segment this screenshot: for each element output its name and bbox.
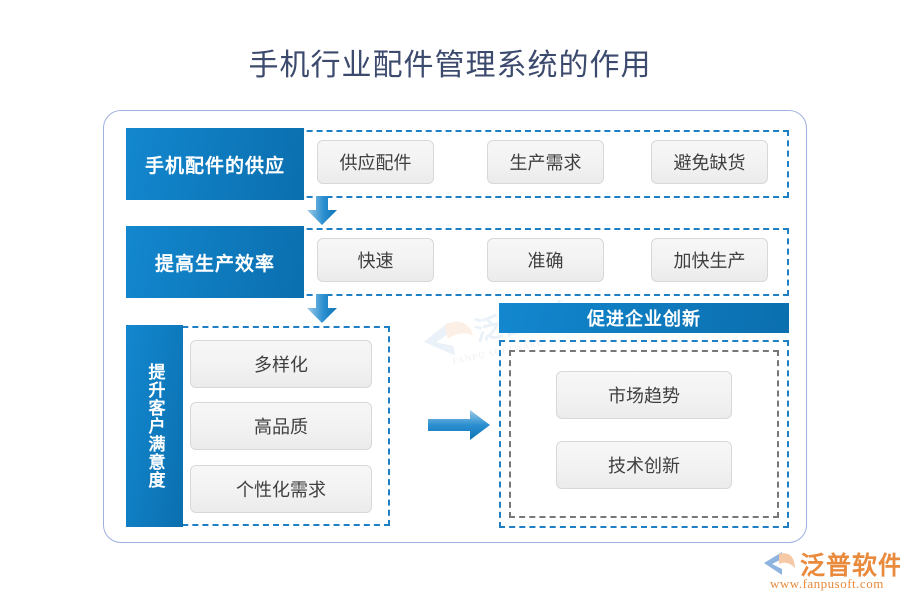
diagram-outer-frame	[103, 110, 807, 543]
bottom-right-header: 促进企业创新	[499, 303, 789, 333]
bottom-right-item-1[interactable]: 技术创新	[556, 441, 732, 489]
row-2-item-0[interactable]: 快速	[317, 238, 434, 282]
row-2-item-1[interactable]: 准确	[487, 238, 604, 282]
bottom-right-item-0-label: 市场趋势	[608, 386, 680, 406]
row-1-item-2-label: 避免缺货	[673, 153, 746, 173]
row-1-header: 手机配件的供应	[126, 128, 304, 200]
brand-url: www.fanpusoft.com	[770, 576, 884, 591]
bottom-left-header-label: 提升客户满意度	[145, 363, 165, 489]
row-2-item-2[interactable]: 加快生产	[651, 238, 768, 282]
page-title: 手机行业配件管理系统的作用	[248, 49, 652, 82]
arrow-right-icon	[428, 410, 490, 440]
bottom-right-outer-container	[499, 340, 789, 528]
bottom-left-item-0-label: 多样化	[254, 355, 308, 375]
row-1-item-2[interactable]: 避免缺货	[651, 140, 768, 184]
brand-logo: 泛普软件 www.fanpusoft.com	[762, 546, 900, 594]
bottom-right-item-1-label: 技术创新	[608, 456, 680, 476]
row-2-item-1-label: 准确	[527, 251, 564, 271]
row-1-item-0-label: 供应配件	[339, 153, 412, 173]
row-2-header-label: 提高生产效率	[154, 253, 275, 275]
fanpu-logo-icon	[764, 552, 795, 575]
bottom-right-item-0[interactable]: 市场趋势	[556, 371, 732, 419]
bottom-left-item-1-label: 高品质	[254, 417, 308, 437]
row-1-item-0[interactable]: 供应配件	[317, 140, 434, 184]
brand-name: 泛普软件	[800, 553, 900, 580]
bottom-right-header-label: 促进企业创新	[587, 309, 701, 329]
arrow-down-icon	[307, 196, 337, 225]
bottom-left-header: 提升客户满意度	[126, 325, 183, 527]
row-2-header: 提高生产效率	[126, 226, 304, 298]
bottom-left-item-1[interactable]: 高品质	[190, 402, 372, 450]
row-2-item-2-label: 加快生产	[673, 251, 746, 271]
bottom-left-item-0[interactable]: 多样化	[190, 340, 372, 388]
row-2-item-0-label: 快速	[357, 251, 394, 271]
bottom-right-inner-container	[509, 350, 779, 518]
row-1-header-label: 手机配件的供应	[144, 155, 285, 177]
bottom-left-item-2[interactable]: 个性化需求	[190, 465, 372, 513]
row-1-item-1[interactable]: 生产需求	[487, 140, 604, 184]
arrow-down-icon	[307, 294, 337, 323]
row-1-item-1-label: 生产需求	[509, 153, 582, 173]
bottom-left-item-2-label: 个性化需求	[236, 480, 326, 500]
